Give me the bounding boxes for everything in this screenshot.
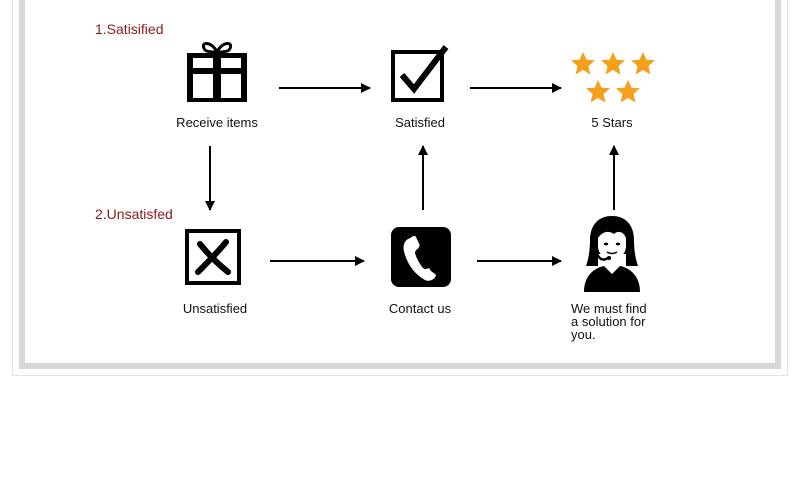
node-label-contact-us: Contact us bbox=[388, 301, 452, 316]
node-label-receive-items: Receive items bbox=[176, 115, 258, 130]
support-agent-icon bbox=[584, 216, 640, 292]
section-title-unsatisfied: 2.Unsatisfed bbox=[95, 206, 173, 222]
node-label-solution: We must find a solution for you. bbox=[571, 302, 647, 341]
solution-line-2: a solution for bbox=[571, 314, 646, 329]
gift-icon bbox=[187, 42, 247, 102]
phone-icon bbox=[391, 227, 451, 287]
checkbox-x-icon bbox=[185, 229, 241, 285]
node-label-five-stars: 5 Stars bbox=[591, 115, 633, 130]
node-label-unsatisfied: Unsatisfied bbox=[182, 301, 248, 316]
node-label-satisfied: Satisfied bbox=[395, 115, 445, 130]
solution-line-3: you. bbox=[571, 327, 596, 342]
checkbox-check-icon bbox=[391, 45, 449, 102]
section-title-satisfied: 1.Satisified bbox=[95, 21, 164, 37]
solution-line-1: We must find bbox=[571, 301, 647, 316]
